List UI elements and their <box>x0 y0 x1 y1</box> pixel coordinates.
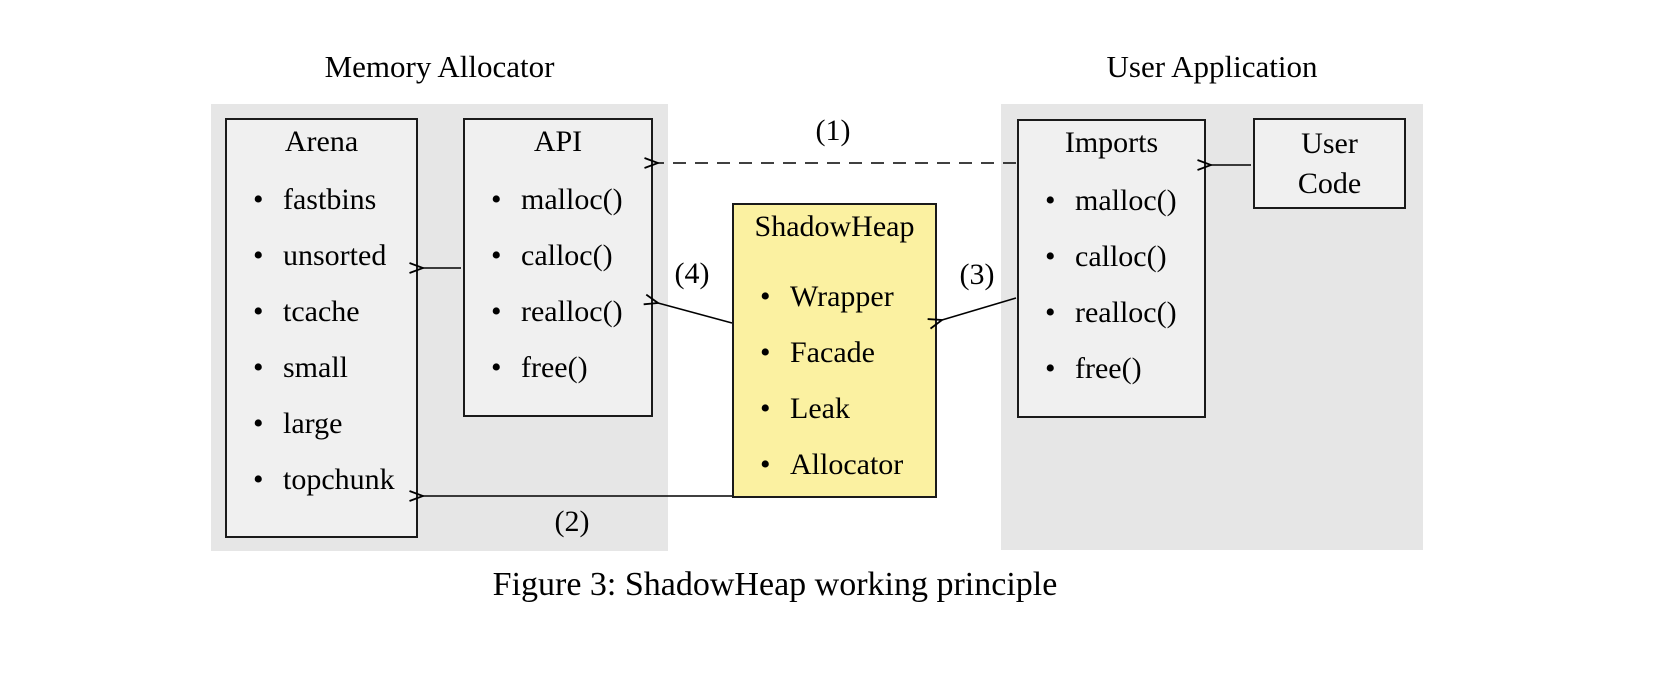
api-item-label: realloc() <box>521 295 623 328</box>
arena-item-list: • fastbins • unsorted • tcache • small •… <box>227 172 416 508</box>
shadowheap-item: • Wrapper <box>734 269 935 325</box>
api-item: • malloc() <box>465 172 651 228</box>
shadowheap-item: • Facade <box>734 325 935 381</box>
user-application-title: User Application <box>1106 49 1318 84</box>
api-box-title: API <box>533 125 583 158</box>
arena-item-label: small <box>283 351 348 384</box>
imports-item-label: free() <box>1075 352 1142 385</box>
shadowheap-item-label: Wrapper <box>790 280 894 313</box>
bullet-icon: • <box>760 448 771 481</box>
arena-item: • large <box>227 396 416 452</box>
bullet-icon: • <box>1045 240 1056 273</box>
imports-box: Imports • malloc() • calloc() • realloc(… <box>1017 119 1206 418</box>
arrow-step4-shadowheap-to-api <box>658 303 733 324</box>
imports-item: • free() <box>1019 341 1204 397</box>
memory-allocator-title: Memory Allocator <box>324 49 555 84</box>
bullet-icon: • <box>253 183 264 216</box>
bullet-icon: • <box>1045 184 1056 217</box>
shadowheap-item-label: Facade <box>790 336 875 369</box>
arena-box: Arena • fastbins • unsorted • tcache • s… <box>225 118 418 538</box>
shadowheap-item: • Allocator <box>734 437 935 493</box>
bullet-icon: • <box>253 463 264 496</box>
bullet-icon: • <box>253 407 264 440</box>
bullet-icon: • <box>1045 296 1056 329</box>
arena-item-label: tcache <box>283 295 360 328</box>
bullet-icon: • <box>760 336 771 369</box>
arrow-label-1: (1) <box>815 114 851 147</box>
api-box: API • malloc() • calloc() • realloc() • … <box>463 118 653 417</box>
shadowheap-box: ShadowHeap • Wrapper • Facade • Leak • A… <box>732 203 937 498</box>
arena-item: • small <box>227 340 416 396</box>
shadowheap-item: • Leak <box>734 381 935 437</box>
bullet-icon: • <box>760 392 771 425</box>
arrow-label-4: (4) <box>674 257 710 290</box>
imports-item-label: calloc() <box>1075 240 1167 273</box>
shadowheap-item-list: • Wrapper • Facade • Leak • Allocator <box>734 269 935 493</box>
shadowheap-item-label: Allocator <box>790 448 904 481</box>
api-item: • calloc() <box>465 228 651 284</box>
api-item-list: • malloc() • calloc() • realloc() • free… <box>465 172 651 396</box>
api-item-label: calloc() <box>521 239 613 272</box>
bullet-icon: • <box>491 295 502 328</box>
imports-item: • realloc() <box>1019 285 1204 341</box>
shadowheap-item-label: Leak <box>790 392 850 425</box>
arena-item-label: topchunk <box>283 463 395 496</box>
arena-box-title: Arena <box>284 125 359 158</box>
arrow-label-3: (3) <box>959 258 995 291</box>
arena-item: • unsorted <box>227 228 416 284</box>
bullet-icon: • <box>491 239 502 272</box>
imports-item: • malloc() <box>1019 173 1204 229</box>
api-item: • realloc() <box>465 284 651 340</box>
bullet-icon: • <box>491 351 502 384</box>
api-item: • free() <box>465 340 651 396</box>
imports-item-list: • malloc() • calloc() • realloc() • free… <box>1019 173 1204 397</box>
arena-item: • tcache <box>227 284 416 340</box>
bullet-icon: • <box>491 183 502 216</box>
arrow-label-2: (2) <box>554 505 590 538</box>
arena-item-label: large <box>283 407 343 440</box>
user-code-box: User Code <box>1253 118 1406 209</box>
api-item-label: free() <box>521 351 588 384</box>
user-code-line2: Code <box>1297 166 1362 200</box>
arena-item-label: fastbins <box>283 183 377 216</box>
bullet-icon: • <box>760 280 771 313</box>
arena-item: • topchunk <box>227 452 416 508</box>
figure-caption: Figure 3: ShadowHeap working principle <box>492 566 1058 603</box>
imports-box-title: Imports <box>1064 126 1159 159</box>
bullet-icon: • <box>253 351 264 384</box>
bullet-icon: • <box>253 295 264 328</box>
shadowheap-box-title: ShadowHeap <box>754 210 915 243</box>
imports-item: • calloc() <box>1019 229 1204 285</box>
arena-item: • fastbins <box>227 172 416 228</box>
arena-item-label: unsorted <box>283 239 387 272</box>
bullet-icon: • <box>1045 352 1056 385</box>
user-code-line1: User <box>1301 126 1358 160</box>
api-item-label: malloc() <box>521 183 623 216</box>
bullet-icon: • <box>253 239 264 272</box>
imports-item-label: malloc() <box>1075 184 1177 217</box>
imports-item-label: realloc() <box>1075 296 1177 329</box>
